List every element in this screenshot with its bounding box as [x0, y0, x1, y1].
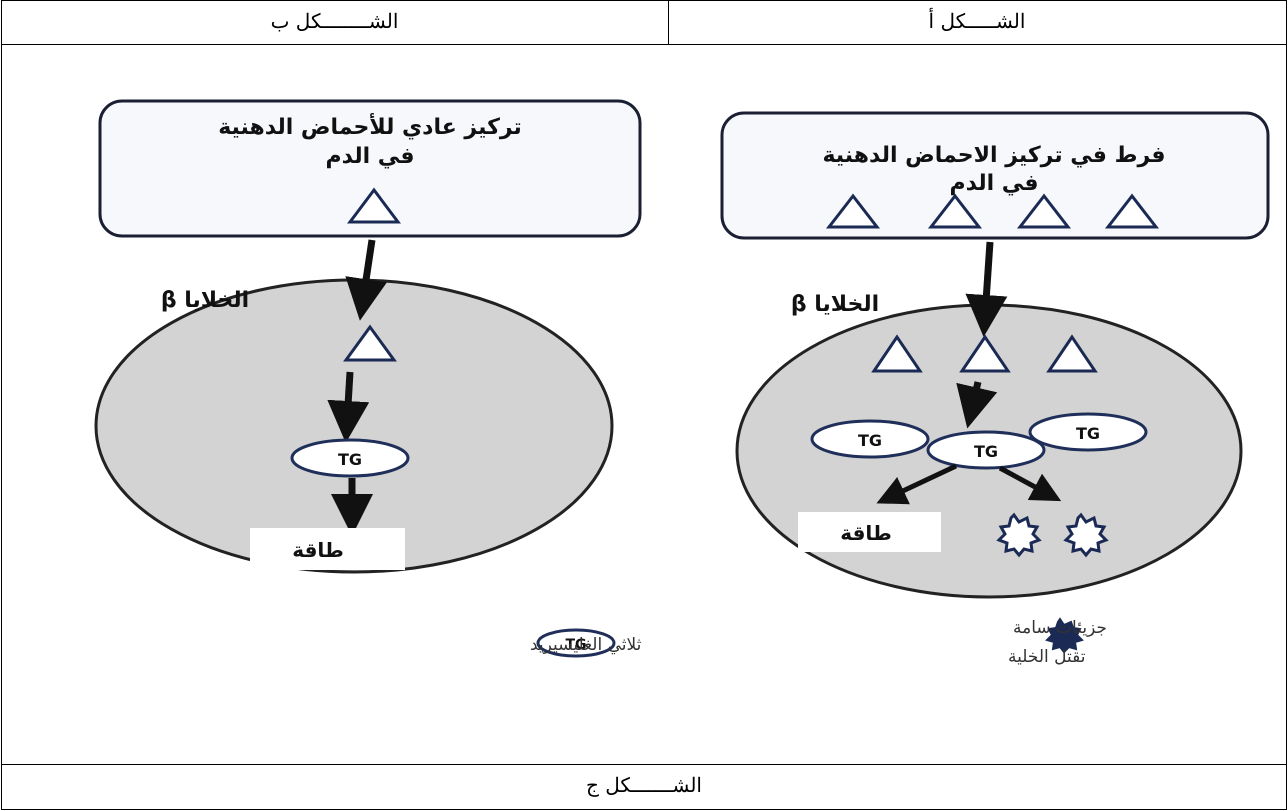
tg-label: TG — [1076, 424, 1100, 443]
arrow-to-tg — [327, 371, 370, 443]
fatty-acid-box-normal — [98, 99, 642, 238]
figure-a: فرط في تركيز الاحماض الدهنية في الدم الخ… — [720, 111, 1270, 667]
fatty-acid-triangle — [927, 193, 983, 229]
tg-oval — [290, 438, 410, 478]
toxic-molecule-icon — [1063, 512, 1109, 558]
energy-label: طاقة — [292, 538, 344, 562]
header-figure-c: الشـــــــكل ج — [586, 773, 702, 797]
header-divider — [1, 44, 1287, 45]
arrow-to-toxic — [998, 465, 1062, 502]
energy-box — [250, 528, 405, 570]
header-figure-b: الشــــــــكل ب — [270, 9, 399, 33]
arrow-to-energy — [876, 463, 958, 505]
tg-oval — [810, 419, 930, 459]
beta-cell-label: الخلايا β — [791, 292, 879, 317]
legend-tg-label: TG — [565, 637, 586, 653]
fatty-acid-triangle — [347, 187, 401, 224]
box-title-line2: في الدم — [950, 171, 1039, 196]
fatty-acid-triangle — [1016, 193, 1072, 229]
legend-triglyceride-label: ثلاثي الغليسيريد — [530, 635, 642, 655]
toxic-molecule-icon — [996, 512, 1042, 558]
box-title-line2: في الدم — [326, 144, 415, 169]
fatty-acid-triangle — [825, 193, 881, 229]
legend-toxic-icon — [1045, 617, 1084, 654]
arrow-into-cell — [965, 241, 1008, 337]
fatty-acid-triangle-in-cell — [959, 334, 1011, 373]
energy-box — [798, 512, 941, 552]
fatty-acid-triangle-in-cell — [1046, 334, 1098, 373]
energy-label: طاقة — [840, 521, 892, 545]
footer-divider — [1, 764, 1287, 765]
fatty-acid-triangle — [1104, 193, 1160, 229]
tg-oval — [1028, 412, 1148, 452]
arrow-into-cell — [345, 239, 387, 321]
legend-toxic-label-line1: جزيئات سامة — [1013, 618, 1107, 638]
beta-cell-label: الخلايا β — [161, 288, 249, 313]
tg-label: TG — [338, 450, 362, 469]
header-figure-a: الشـــــكل أ — [928, 9, 1026, 33]
legend-toxic-label-line2: تقتل الخلية — [1008, 647, 1086, 667]
tg-label: TG — [858, 431, 882, 450]
tg-label: TG — [974, 442, 998, 461]
box-title-line1: فرط في تركيز الاحماض الدهنية — [822, 143, 1165, 168]
tg-oval — [926, 430, 1046, 470]
box-title-line1: تركيز عادي للأحماض الدهنية — [218, 112, 522, 140]
legend-tg-oval — [536, 628, 616, 658]
column-divider — [668, 0, 669, 44]
fatty-acid-triangle-in-cell — [343, 324, 397, 362]
figure-b: تركيز عادي للأحماض الدهنية في الدم الخلا… — [94, 99, 642, 658]
arrow-to-tg — [956, 381, 998, 429]
fatty-acid-triangle-in-cell — [871, 334, 923, 373]
